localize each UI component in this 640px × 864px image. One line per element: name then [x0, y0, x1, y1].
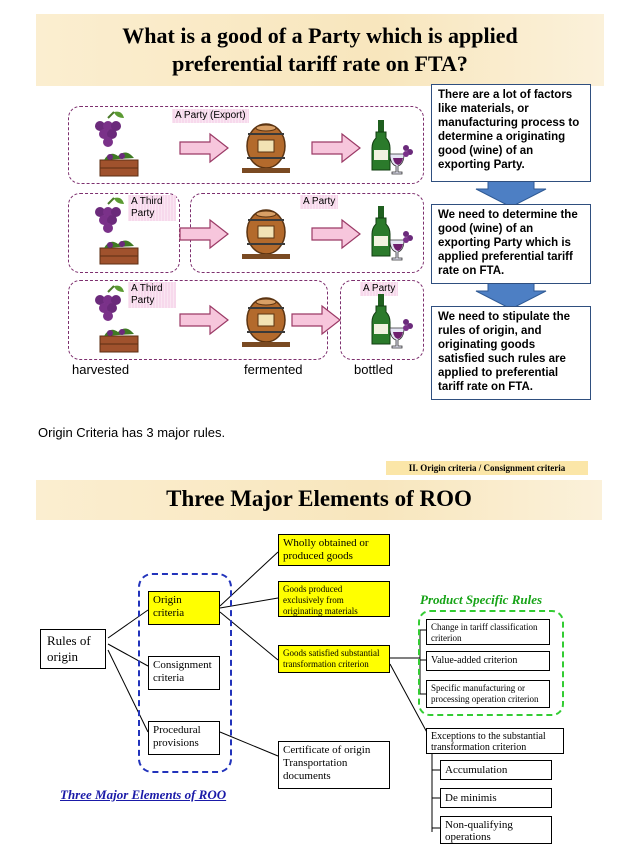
stage-harvested: harvested: [72, 362, 130, 377]
wine-process-illustrations: [94, 110, 547, 353]
wholly-obtained-box: Wholly obtained or produced goods: [278, 534, 390, 566]
wine-bottle-icon: [371, 119, 414, 175]
psr-value-added: Value-added criterion: [426, 651, 550, 671]
label-third-party-row2: A Third Party: [128, 195, 176, 221]
barrel-icon: [241, 123, 291, 174]
stage-bottled: bottled: [354, 362, 394, 377]
slide2-title-banner: Three Major Elements of ROO: [36, 480, 602, 520]
row1-party-group: [68, 106, 424, 184]
wine-bottle-icon: [371, 205, 414, 261]
label-party-export: A Party (Export): [172, 109, 249, 123]
exception-accumulation: Accumulation: [440, 760, 552, 780]
psr-specific-manufacturing: Specific manufacturing or processing ope…: [426, 680, 550, 708]
psr-title: Product Specific Rules: [420, 592, 543, 607]
three-major-elements-link[interactable]: Three Major Elements of ROO: [60, 787, 227, 802]
wine-bottle-icon: [371, 293, 414, 349]
stage-fermented: fermented: [244, 362, 303, 377]
arrow-icon: [179, 219, 229, 249]
psr-group: [418, 610, 564, 716]
barrel-icon: [241, 209, 291, 260]
certificate-documents-box: Certificate of origin Transportation doc…: [278, 741, 390, 789]
arrow-icon: [179, 133, 229, 163]
arrow-icon: [179, 305, 229, 335]
down-arrow-2: [475, 282, 547, 310]
origin-criteria-caption: Origin Criteria has 3 major rules.: [38, 425, 226, 440]
arrow-icon: [291, 305, 341, 335]
arrow-icon: [311, 133, 361, 163]
exclusively-originating-box: Goods produced exclusively from originat…: [278, 581, 390, 617]
rules-of-origin-box: Rules of origin: [40, 629, 106, 669]
grapes-icon: [94, 284, 125, 322]
roo-connectors: [107, 551, 440, 832]
slide1-title-line2: preferential tariff rate on FTA?: [172, 51, 468, 76]
slide2-header-tag: II. Origin criteria / Consignment criter…: [386, 461, 588, 475]
slide2-title: Three Major Elements of ROO: [166, 486, 472, 511]
arrow-icon: [311, 219, 361, 249]
exception-non-qualifying: Non-qualifying operations: [440, 816, 552, 844]
slide1-title-line1: What is a good of a Party which is appli…: [122, 23, 518, 48]
elements-group: [138, 573, 232, 773]
slide1-title-banner: What is a good of a Party which is appli…: [36, 14, 604, 86]
crate-icon: [99, 239, 139, 265]
info-box-stipulate: We need to stipulate the rules of origin…: [431, 306, 591, 400]
label-party-row3: A Party: [360, 282, 399, 296]
info-box-determine: We need to determine the good (wine) of …: [431, 204, 591, 284]
consignment-criteria-box: Consignment criteria: [148, 656, 220, 690]
substantial-transformation-box: Goods satisfied substantial transformati…: [278, 645, 390, 673]
exception-de-minimis: De minimis: [440, 788, 552, 808]
origin-criteria-box: Origin criteria: [148, 591, 220, 625]
exceptions-box: Exceptions to the substantial transforma…: [426, 728, 564, 754]
crate-icon: [99, 327, 139, 353]
down-arrow-1: [475, 180, 547, 208]
label-party-row2: A Party: [300, 195, 339, 209]
info-box-factors: There are a lot of factors like material…: [431, 84, 591, 182]
barrel-icon: [241, 297, 291, 348]
psr-tariff-classification: Change in tariff classification criterio…: [426, 619, 550, 645]
label-third-party-row3: A Third Party: [128, 282, 176, 308]
crate-icon: [99, 151, 139, 177]
grapes-icon: [94, 196, 125, 234]
grapes-icon: [94, 110, 125, 148]
procedural-provisions-box: Procedural provisions: [148, 721, 220, 755]
